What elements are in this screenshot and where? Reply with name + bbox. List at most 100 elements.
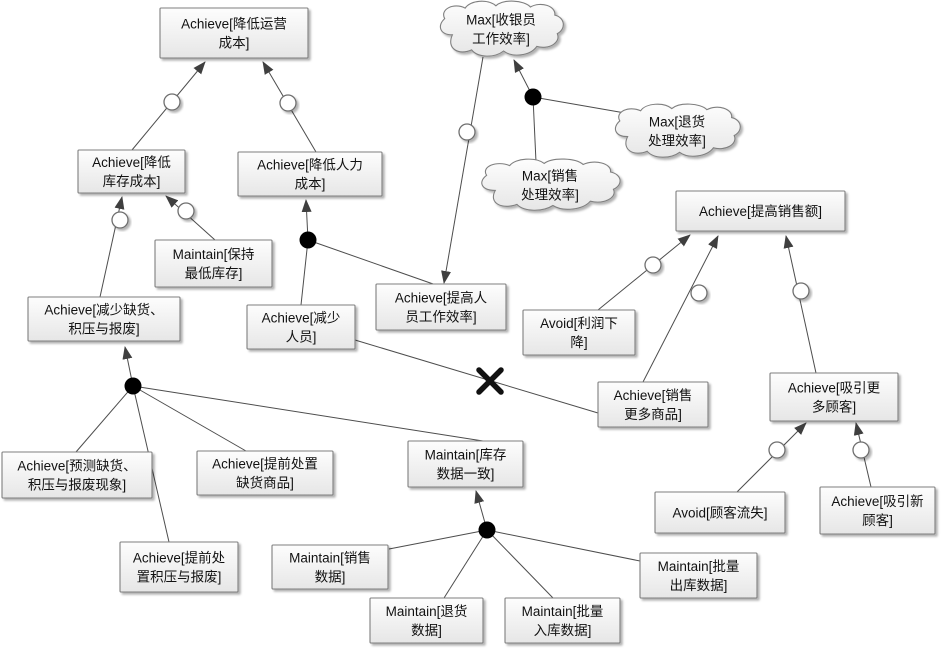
goal-node-maintain-min-inventory[interactable]: Maintain[保持最低库存] [154, 239, 273, 288]
node-label: Achieve[降低运营成本] [181, 17, 287, 51]
goal-box-shape[interactable] [522, 309, 636, 356]
edge-maintain-sales-data-to-and4 [388, 529, 488, 550]
refinement-circle [177, 202, 195, 220]
goal-box-shape[interactable] [119, 541, 239, 593]
goal-box-shape[interactable] [654, 491, 786, 534]
edge-max-return-processing-to-and2 [532, 96, 626, 114]
node-label: Maintain[退货数据] [386, 603, 468, 638]
goal-node-maintain-return-data[interactable]: Maintain[退货数据] [369, 597, 484, 644]
edge-maintain-inventory-data-to-and3 [132, 385, 484, 442]
goal-node-reduce-stockout-overstock-scrap[interactable]: Achieve[减少缺货、积压与报废] [27, 296, 181, 342]
goal-box-shape[interactable] [159, 7, 309, 59]
softgoal-node-max-cashier-efficiency[interactable]: Max[收银员工作效率] [439, 0, 564, 57]
edge-max-cashier-efficiency-to-improve-staff-efficiency [441, 56, 484, 284]
softgoal-cloud-shape[interactable] [481, 158, 621, 211]
refinement-circle [644, 256, 662, 274]
node-label: Max[销售处理效率] [521, 169, 579, 203]
goal-node-preprocess-stockout-goods[interactable]: Achieve[提前处置缺货商品] [196, 450, 334, 496]
connectors-layer [111, 88, 870, 539]
goal-box-shape[interactable] [196, 450, 334, 496]
edge-avoid-profit-drop-to-increase-sales [597, 234, 691, 311]
goal-box-shape[interactable] [504, 597, 621, 644]
goal-node-attract-more-customers[interactable]: Achieve[吸引更多顾客] [769, 372, 899, 422]
goal-box-shape[interactable] [237, 151, 383, 197]
goal-box-shape[interactable] [154, 239, 273, 288]
conflict-x-stroke [476, 367, 504, 395]
node-label: Achieve[吸引更多顾客] [788, 381, 881, 415]
and3-junction [124, 377, 142, 395]
edge-reduce-staff-to-and1 [300, 239, 309, 306]
goal-node-attract-new-customers[interactable]: Achieve[吸引新顾客] [819, 486, 936, 535]
node-label: Achieve[减少缺货、积压与报废] [44, 302, 163, 337]
edges-layer [75, 56, 872, 599]
node-label: Achieve[提高人员工作效率] [395, 290, 488, 325]
refinement-circle [768, 441, 786, 459]
goal-node-sell-more-goods[interactable]: Achieve[销售更多商品] [597, 381, 709, 428]
softgoal-cloud-shape[interactable] [614, 103, 741, 158]
goal-node-forecast-stockout[interactable]: Achieve[预测缺货、积压与报废现象] [1, 451, 153, 499]
edge-sell-more-goods-to-increase-sales [642, 235, 719, 383]
goal-box-shape[interactable] [369, 597, 484, 644]
conflict-x-marker [476, 367, 504, 395]
node-label: Maintain[保持最低库存] [173, 247, 255, 281]
goal-node-maintain-inventory-data[interactable]: Maintain[库存数据一致] [407, 440, 524, 488]
edge-maintain-return-data-to-and4 [443, 529, 488, 599]
node-label: Achieve[降低人力成本] [257, 158, 363, 192]
edge-maintain-batch-inbound-data-to-and4 [486, 529, 554, 599]
goal-node-avoid-customer-loss[interactable]: Avoid[顾客流失] [654, 491, 786, 534]
refinement-circle [458, 123, 476, 141]
node-label: Avoid[顾客流失] [672, 505, 767, 521]
goal-node-increase-sales[interactable]: Achieve[提高销售额] [675, 190, 846, 232]
node-label: Achieve[提前处置积压与报废] [133, 550, 226, 585]
goal-box-shape[interactable] [1, 451, 153, 499]
edge-maintain-batch-outbound-data-to-and4 [486, 529, 641, 562]
goal-box-shape[interactable] [675, 190, 846, 232]
goal-node-maintain-batch-inbound-data[interactable]: Maintain[批量入库数据] [504, 597, 621, 644]
and4-junction [478, 521, 496, 539]
edge-avoid-customer-loss-to-attract-more-customers [736, 422, 807, 493]
goal-node-reduce-labor-cost[interactable]: Achieve[降低人力成本] [237, 151, 383, 197]
goal-box-shape[interactable] [407, 440, 524, 488]
edge-reduce-staff-conflict-sell-more-goods [354, 339, 599, 414]
goal-box-shape[interactable] [375, 283, 507, 331]
goal-box-shape[interactable] [819, 486, 936, 535]
refinement-circle [690, 284, 708, 302]
goal-node-preprocess-overstock-scrap[interactable]: Achieve[提前处置积压与报废] [119, 541, 239, 593]
edge-attract-more-customers-to-increase-sales [783, 235, 817, 374]
node-label: Avoid[利润下降] [540, 316, 618, 350]
node-label: Achieve[吸引新顾客] [831, 494, 923, 528]
softgoal-node-max-return-processing[interactable]: Max[退货处理效率] [614, 103, 741, 158]
goal-node-maintain-batch-outbound-data[interactable]: Maintain[批量出库数据] [639, 552, 758, 599]
edge-improve-staff-efficiency-to-and1 [307, 239, 437, 286]
refinement-circle [163, 93, 181, 111]
goal-box-shape[interactable] [271, 544, 389, 590]
goal-node-reduce-operating-cost[interactable]: Achieve[降低运营成本] [159, 7, 309, 59]
node-label: Maintain[销售数据] [289, 551, 371, 585]
goal-box-shape[interactable] [27, 296, 181, 342]
refinement-circle [852, 441, 870, 459]
goal-node-reduce-inventory-cost[interactable]: Achieve[降低库存成本] [77, 149, 186, 194]
goal-node-reduce-staff[interactable]: Achieve[减少人员] [246, 304, 356, 350]
refinement-circle [279, 94, 297, 112]
goal-box-shape[interactable] [246, 304, 356, 350]
node-label: Max[退货处理效率] [648, 114, 706, 149]
refinement-circle [111, 211, 129, 229]
node-label: Achieve[提高销售额] [699, 203, 822, 219]
node-label: Achieve[降低库存成本] [92, 155, 171, 189]
refinement-circle [792, 282, 810, 300]
softgoal-node-max-sales-processing[interactable]: Max[销售处理效率] [481, 158, 621, 211]
goal-node-improve-staff-efficiency[interactable]: Achieve[提高人员工作效率] [375, 283, 507, 331]
edge-max-sales-processing-to-and2 [532, 96, 537, 163]
goal-box-shape[interactable] [77, 149, 186, 194]
goal-node-maintain-sales-data[interactable]: Maintain[销售数据] [271, 544, 389, 590]
edge-preprocess-stockout-goods-to-and3 [132, 385, 247, 452]
goal-node-avoid-profit-drop[interactable]: Avoid[利润下降] [522, 309, 636, 356]
node-label: Maintain[库存数据一致] [425, 448, 507, 482]
node-label: Achieve[减少人员] [262, 311, 341, 345]
node-label: Maintain[批量入库数据] [522, 604, 604, 638]
softgoal-cloud-shape[interactable] [439, 0, 564, 57]
goal-box-shape[interactable] [769, 372, 899, 422]
goal-box-shape[interactable] [639, 552, 758, 599]
goal-box-shape[interactable] [597, 381, 709, 428]
